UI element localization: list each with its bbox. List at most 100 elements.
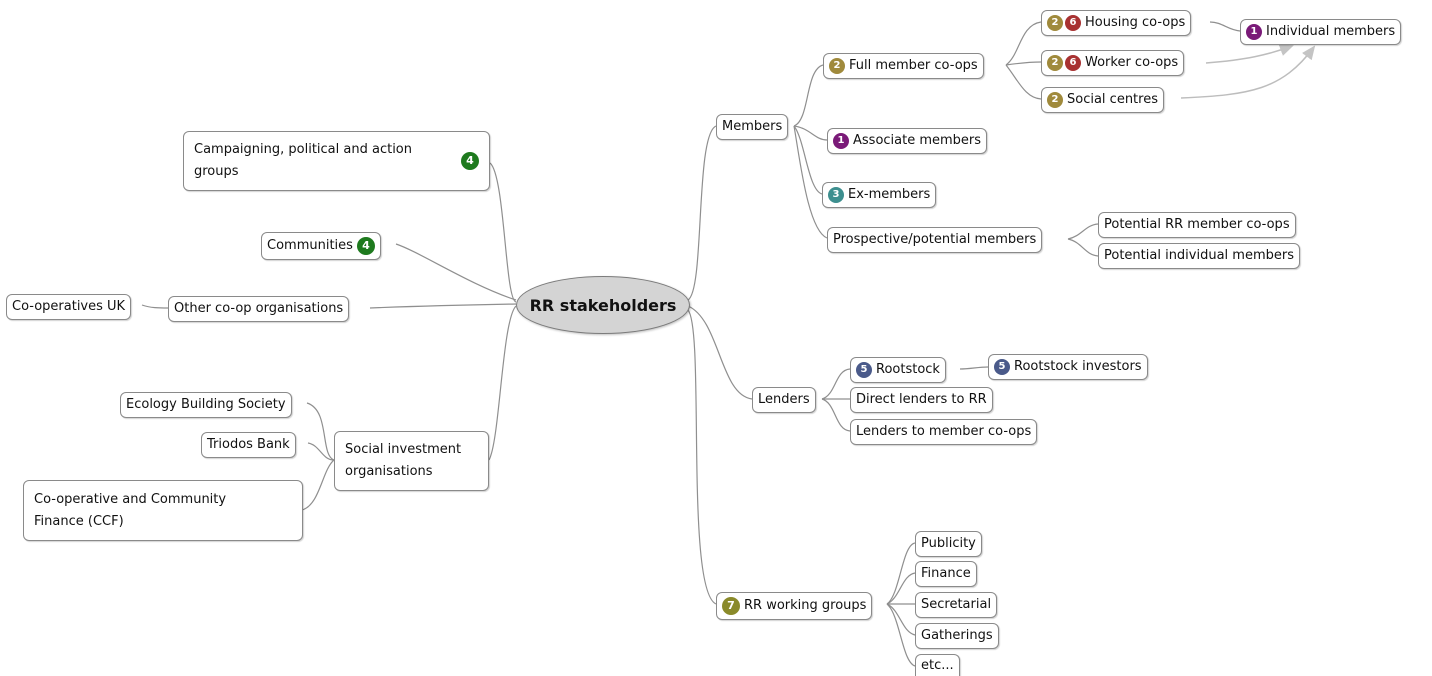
priority-5-icon: 5 (856, 362, 872, 378)
link-members-ex (793, 125, 823, 195)
link-socialinv-ecology (306, 402, 335, 461)
priority-5-icon: 5 (994, 359, 1010, 375)
node-housing-label: Housing co-ops (1085, 15, 1186, 30)
node-social-investment[interactable]: Social investment organisations (334, 431, 489, 491)
node-triodos-label: Triodos Bank (207, 437, 290, 452)
link-working-finance (886, 572, 916, 605)
node-triodos[interactable]: Triodos Bank (201, 432, 296, 458)
arrow-social-individual (1180, 45, 1316, 99)
node-finance-label: Finance (921, 566, 971, 581)
priority-6-icon: 6 (1065, 15, 1081, 31)
node-social-investment-label: Social investment organisations (345, 442, 462, 479)
link-lenders-rootstock (821, 368, 851, 400)
link-lenders-tocoops (821, 398, 851, 432)
link-working-publicity (886, 542, 916, 605)
node-communities[interactable]: Communities 4 (261, 232, 381, 260)
node-full-member-label: Full member co-ops (849, 58, 978, 73)
priority-2-icon: 2 (1047, 15, 1063, 31)
node-etc-label: etc... (921, 657, 954, 673)
node-lenders-coops-label: Lenders to member co-ops (856, 424, 1032, 439)
node-publicity[interactable]: Publicity (915, 531, 982, 557)
link-rootstock-investors (959, 366, 989, 370)
node-direct-lenders-label: Direct lenders to RR (856, 392, 987, 407)
node-ex-members-label: Ex-members (848, 187, 931, 202)
node-other-coop-label: Other co-op organisations (174, 301, 344, 316)
root-label: RR stakeholders (529, 295, 677, 315)
node-publicity-label: Publicity (921, 536, 976, 551)
link-members-prospective (793, 125, 828, 239)
priority-2-icon: 2 (1047, 92, 1063, 108)
node-lenders-coops[interactable]: Lenders to member co-ops (850, 419, 1038, 445)
node-prospective-label: Prospective/potential members (833, 232, 1037, 247)
node-full-member[interactable]: 2 Full member co-ops (823, 53, 984, 79)
root-node[interactable]: RR stakeholders (516, 276, 690, 334)
node-secretarial[interactable]: Secretarial (915, 592, 998, 618)
link-root-members (687, 125, 717, 301)
node-ccf[interactable]: Co-operative and Community Finance (CCF) (23, 480, 303, 541)
node-potential-coops[interactable]: Potential RR member co-ops (1098, 212, 1296, 238)
link-socialinv-ccf (301, 459, 335, 511)
node-members[interactable]: Members (716, 114, 789, 140)
node-members-label: Members (722, 119, 783, 134)
node-social-centres[interactable]: 2 Social centres (1041, 87, 1164, 113)
node-rootstock-investors[interactable]: 5 Rootstock investors (988, 354, 1148, 380)
node-associate-label: Associate members (853, 133, 982, 148)
node-individual-members[interactable]: 1 Individual members (1240, 19, 1402, 45)
priority-3-icon: 3 (828, 187, 844, 203)
node-campaigning[interactable]: Campaigning, political and action groups… (183, 131, 490, 191)
priority-7-icon: 7 (722, 597, 740, 615)
arrow-worker-individual (1205, 44, 1294, 64)
priority-2-icon: 2 (829, 58, 845, 74)
link-working-gatherings (886, 603, 916, 636)
link-root-communities (395, 243, 517, 301)
node-potential-individual[interactable]: Potential individual members (1098, 243, 1300, 269)
node-associate[interactable]: 1 Associate members (827, 128, 988, 154)
priority-1-icon: 1 (833, 133, 849, 149)
priority-4-icon: 4 (356, 237, 375, 255)
node-other-coop[interactable]: Other co-op organisations (168, 296, 350, 322)
link-members-full (793, 64, 824, 127)
node-worker[interactable]: 2 6 Worker co-ops (1041, 50, 1185, 76)
node-lenders-label: Lenders (758, 392, 810, 407)
link-full-housing (1005, 21, 1042, 66)
node-rootstock-label: Rootstock (876, 362, 940, 377)
link-full-worker (1005, 61, 1042, 66)
node-worker-label: Worker co-ops (1085, 55, 1179, 70)
node-coops-uk-label: Co-operatives UK (12, 299, 126, 314)
node-working-groups[interactable]: 7 RR working groups (716, 592, 873, 620)
node-secretarial-label: Secretarial (921, 597, 992, 612)
node-individual-members-label: Individual members (1266, 24, 1396, 39)
node-housing[interactable]: 2 6 Housing co-ops (1041, 10, 1192, 36)
link-root-working (687, 309, 717, 605)
node-rootstock-investors-label: Rootstock investors (1014, 359, 1142, 374)
node-ecology[interactable]: Ecology Building Society (120, 392, 292, 418)
node-finance[interactable]: Finance (915, 561, 977, 587)
node-etc[interactable]: etc... (915, 654, 960, 676)
node-ex-members[interactable]: 3 Ex-members (822, 182, 937, 208)
node-direct-lenders[interactable]: Direct lenders to RR (850, 387, 993, 413)
link-working-etc (886, 603, 916, 667)
priority-6-icon: 6 (1065, 55, 1081, 71)
priority-4-icon: 4 (461, 152, 479, 170)
link-root-campaigning (489, 162, 517, 303)
link-prospective-individual (1067, 238, 1099, 257)
node-prospective[interactable]: Prospective/potential members (827, 227, 1043, 253)
link-root-lenders (687, 305, 753, 400)
link-othercoop-coopsuk (141, 304, 169, 309)
node-coops-uk[interactable]: Co-operatives UK (6, 294, 132, 320)
node-social-centres-label: Social centres (1067, 92, 1158, 107)
node-working-groups-label: RR working groups (744, 598, 867, 613)
link-members-associate (793, 125, 828, 141)
link-root-othercoop (369, 303, 517, 309)
link-prospective-coops (1067, 223, 1099, 240)
node-gatherings-label: Gatherings (921, 628, 993, 643)
node-potential-individual-label: Potential individual members (1104, 248, 1294, 263)
node-rootstock[interactable]: 5 Rootstock (850, 357, 946, 383)
node-ecology-label: Ecology Building Society (126, 397, 286, 412)
node-potential-coops-label: Potential RR member co-ops (1104, 217, 1290, 232)
node-campaigning-label: Campaigning, political and action groups (194, 142, 412, 179)
link-root-socialinv (488, 305, 517, 461)
link-housing-individual (1209, 21, 1241, 32)
node-lenders[interactable]: Lenders (752, 387, 816, 413)
node-gatherings[interactable]: Gatherings (915, 623, 999, 649)
